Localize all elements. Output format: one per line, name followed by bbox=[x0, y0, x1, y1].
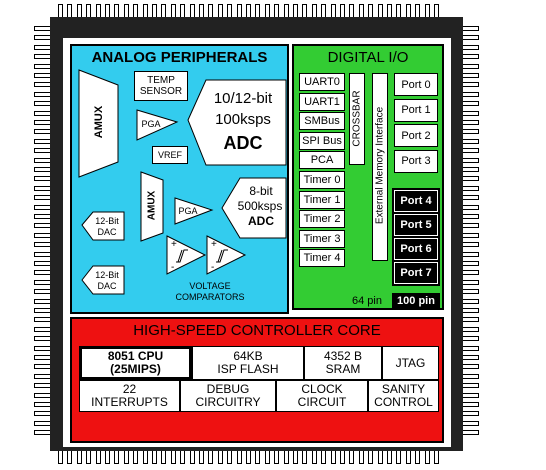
pin-64-label: 64 pin bbox=[352, 295, 382, 307]
flash-line1: 64KB bbox=[233, 349, 263, 363]
pga-2-shape bbox=[174, 197, 214, 225]
peripheral-2: SMBus bbox=[299, 112, 345, 131]
pin-100-badge bbox=[392, 293, 440, 308]
dac-1-line1: 12-Bit bbox=[95, 216, 119, 226]
adc-1-line3: ADC bbox=[223, 133, 263, 153]
clock-cell: CLOCK CIRCUIT bbox=[276, 380, 368, 412]
port-light-2: Port 2 bbox=[394, 124, 438, 147]
dac-2-shape bbox=[81, 265, 125, 295]
flash-line2: ISP FLASH bbox=[217, 362, 279, 376]
sram-line2: SRAM bbox=[325, 362, 361, 376]
interrupts-line1: 22 bbox=[122, 382, 137, 396]
pga-1-shape bbox=[136, 109, 179, 141]
amux-2-label: AMUX bbox=[146, 190, 158, 221]
interrupts-cell: 22 INTERRUPTS bbox=[79, 380, 180, 412]
vref-box: VREF bbox=[152, 146, 188, 164]
emif-box bbox=[372, 73, 388, 261]
svg-text:+: + bbox=[211, 239, 217, 250]
port-dark-2: Port 6 bbox=[394, 238, 438, 260]
adc-2-line1: 8-bit bbox=[249, 184, 273, 198]
temp-sensor-label-2: SENSOR bbox=[139, 86, 183, 97]
adc-1-shape bbox=[187, 79, 287, 166]
peripheral-4: PCA bbox=[299, 151, 345, 170]
adc-2-line2: 500ksps bbox=[237, 199, 283, 213]
clock-line1: CLOCK bbox=[301, 382, 343, 396]
crossbar-box bbox=[349, 73, 365, 165]
amux-2-shape bbox=[140, 171, 164, 242]
comparators-line1: VOLTAGE bbox=[189, 281, 231, 291]
crossbar-label: CROSSBAR bbox=[351, 90, 363, 147]
dac-2-line1: 12-Bit bbox=[95, 270, 119, 280]
peripheral-0: UART0 bbox=[299, 73, 345, 91]
dac-1-shape bbox=[81, 211, 125, 241]
port-dark-1: Port 5 bbox=[394, 214, 438, 236]
adc-2-line3: ADC bbox=[248, 214, 274, 228]
temp-sensor-label-1: TEMP bbox=[147, 75, 175, 86]
sram-cell: 4352 B SRAM bbox=[304, 346, 382, 380]
port-light-1: Port 1 bbox=[394, 98, 438, 122]
port-dark-3: Port 7 bbox=[394, 262, 438, 284]
sanity-line1: SANITY bbox=[381, 382, 426, 396]
jtag-label: JTAG bbox=[395, 355, 426, 370]
comparator-1-shape bbox=[166, 235, 207, 275]
sanity-line2: CONTROL bbox=[374, 395, 433, 409]
debug-cell: DEBUG CIRCUITRY bbox=[180, 380, 276, 412]
cpu-line1: 8051 CPU bbox=[107, 349, 164, 363]
peripheral-7: Timer 2 bbox=[299, 210, 345, 229]
cpu-line2: (25MIPS) bbox=[110, 362, 161, 376]
sram-line1: 4352 B bbox=[323, 349, 363, 363]
pga-2-label: PGA bbox=[178, 206, 198, 216]
core-title: HIGH-SPEED CONTROLLER CORE bbox=[133, 322, 381, 339]
emif-label: External Memory Interface bbox=[374, 106, 386, 225]
pga-1-label: PGA bbox=[141, 119, 161, 129]
peripheral-5: Timer 0 bbox=[299, 171, 345, 189]
amux-1-shape bbox=[78, 69, 119, 178]
temp-sensor-box: TEMP SENSOR bbox=[134, 71, 188, 101]
adc-2-shape bbox=[221, 177, 287, 239]
debug-line1: DEBUG bbox=[206, 382, 250, 396]
dac-2-line2: DAC bbox=[97, 281, 117, 291]
sanity-cell: SANITY CONTROL bbox=[368, 380, 439, 412]
adc-1-line2: 100ksps bbox=[215, 111, 271, 128]
analog-title: ANALOG PERIPHERALS bbox=[91, 49, 268, 66]
peripheral-9: Timer 4 bbox=[299, 249, 345, 268]
adc-1-line1: 10/12-bit bbox=[213, 90, 273, 107]
peripheral-1: UART1 bbox=[299, 92, 345, 111]
amux-1-label: AMUX bbox=[93, 105, 105, 139]
jtag-cell: JTAG bbox=[382, 346, 439, 380]
interrupts-line2: INTERRUPTS bbox=[91, 395, 168, 409]
port-dark-0: Port 4 bbox=[394, 190, 438, 212]
port-light-0: Port 0 bbox=[394, 73, 438, 96]
debug-line2: CIRCUITRY bbox=[195, 395, 261, 409]
peripheral-6: Timer 1 bbox=[299, 190, 345, 209]
comparator-2-shape bbox=[206, 235, 247, 275]
svg-text:-: - bbox=[171, 262, 174, 273]
peripheral-3: SPI Bus bbox=[299, 131, 345, 150]
svg-text:+: + bbox=[171, 239, 177, 250]
svg-text:-: - bbox=[211, 262, 214, 273]
comparators-line2: COMPARATORS bbox=[175, 292, 245, 302]
dac-1-line2: DAC bbox=[97, 227, 117, 237]
digital-title: DIGITAL I/O bbox=[327, 49, 409, 66]
cpu-cell: 8051 CPU (25MIPS) bbox=[79, 346, 192, 380]
vref-label: VREF bbox=[157, 150, 182, 160]
pin-100-label: 100 pin bbox=[397, 295, 435, 307]
port-light-3: Port 3 bbox=[394, 149, 438, 173]
clock-line2: CIRCUIT bbox=[297, 395, 347, 409]
peripheral-8: Timer 3 bbox=[299, 229, 345, 248]
flash-cell: 64KB ISP FLASH bbox=[192, 346, 304, 380]
